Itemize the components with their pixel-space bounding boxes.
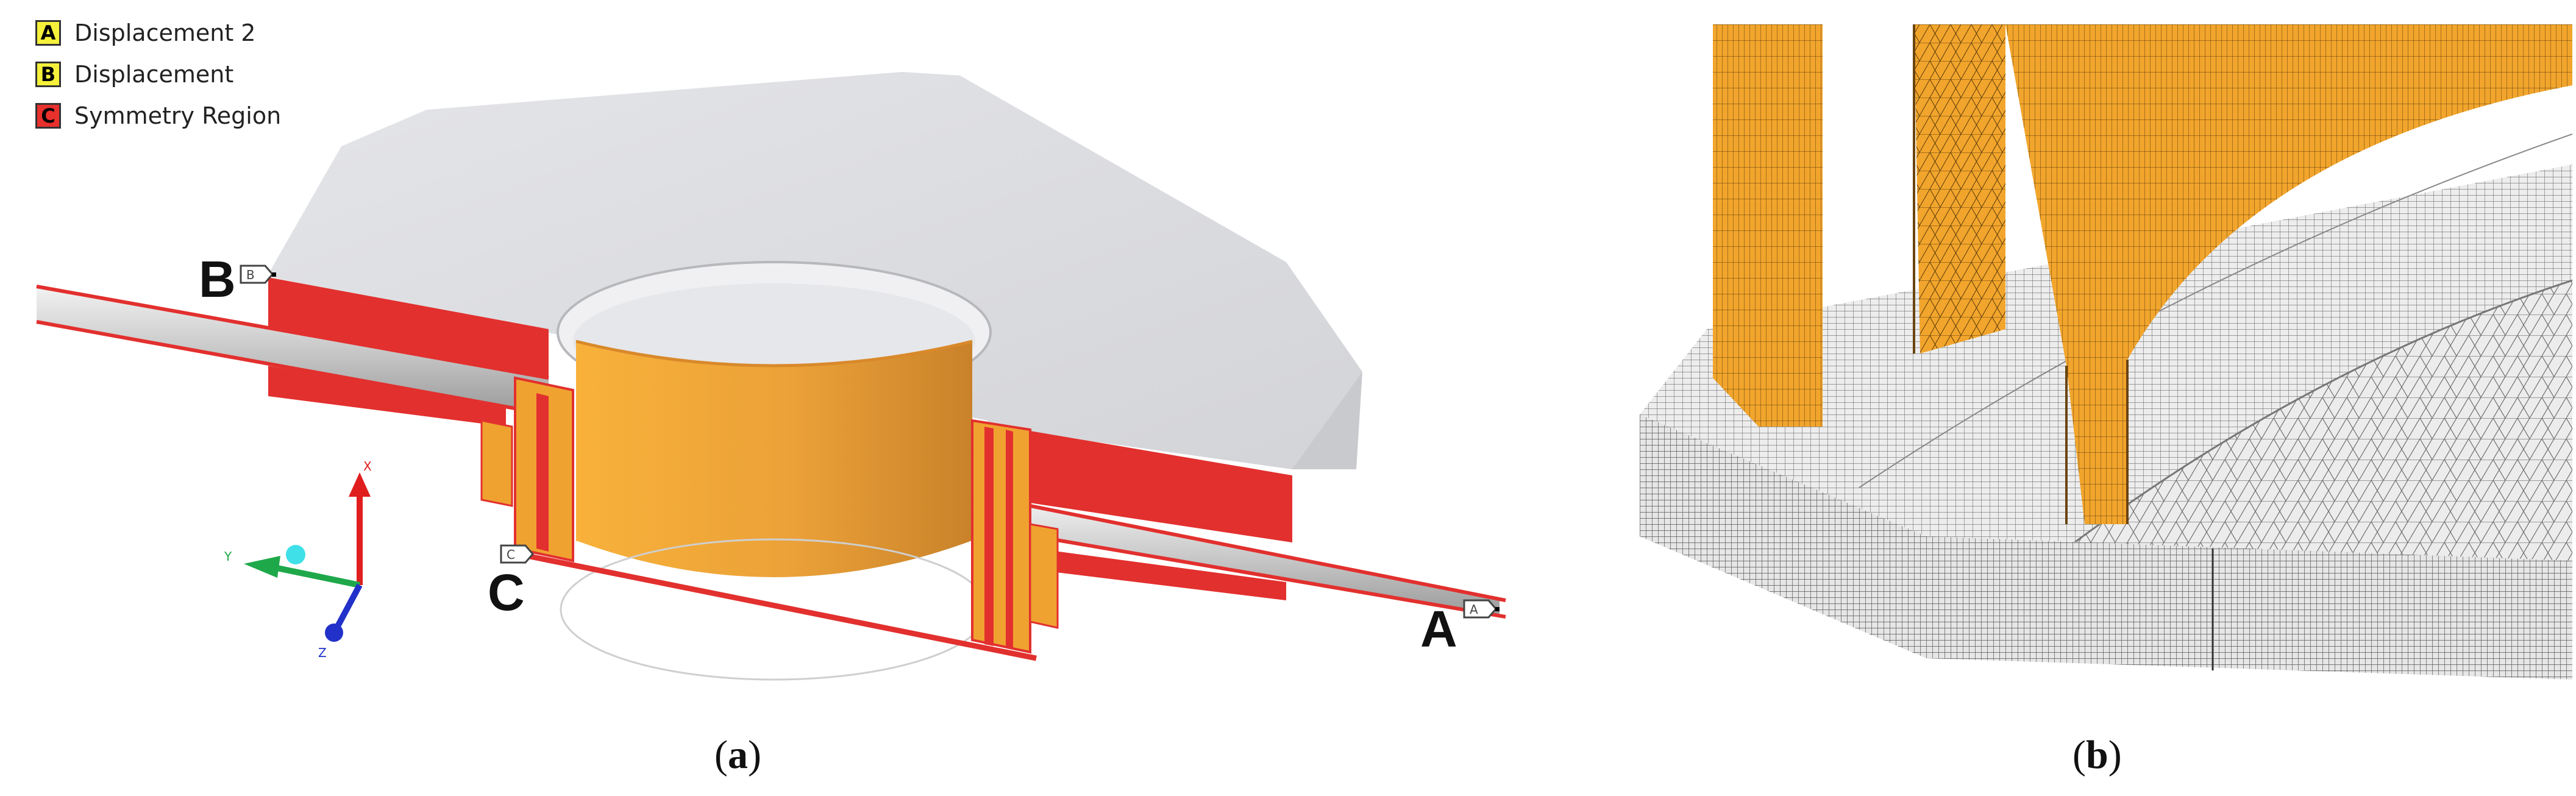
axis-label-x: X [363, 459, 372, 474]
right-flange [971, 419, 1031, 654]
legend-item-c: C Symmetry Region [35, 95, 281, 137]
legend-swatch-a: A [35, 20, 61, 46]
pipe-right [1000, 500, 1500, 616]
caption-b: (b) [2073, 733, 2122, 777]
mesh-wall-right [1993, 24, 2572, 524]
legend-item-a: A Displacement 2 [35, 12, 281, 54]
legend-label-c: Symmetry Region [74, 102, 282, 129]
legend-swatch-c: C [35, 103, 61, 129]
tag-c[interactable]: C [500, 544, 534, 564]
axis-label-y: Y [224, 549, 232, 564]
symmetry-face-right-lower [1036, 549, 1286, 600]
symmetry-bottom-edge [505, 549, 1037, 661]
marker-a: A [1420, 600, 1457, 658]
marker-c: C [488, 564, 525, 621]
tag-a[interactable]: A [1463, 599, 1500, 619]
legend-label-a: Displacement 2 [74, 20, 256, 46]
panel-b-mesh [1640, 24, 2572, 680]
axis-triad: X Y Z [224, 459, 372, 660]
legend-swatch-b: B [35, 62, 61, 87]
mesh-wall-left [1713, 24, 1823, 427]
symmetry-face-right [969, 421, 1292, 542]
caption-a: (a) [714, 733, 761, 777]
cylinder-wall [576, 341, 972, 579]
legend-label-b: Displacement [74, 61, 234, 88]
svg-text:C: C [507, 547, 515, 562]
legend: A Displacement 2 B Displacement C Symmet… [35, 12, 281, 137]
pipe-left [37, 286, 549, 414]
symmetry-face-left-lower [268, 366, 506, 427]
marker-b: B [199, 251, 236, 308]
legend-item-b: B Displacement [35, 54, 281, 95]
mesh-wall-middle [1914, 24, 2005, 354]
svg-text:B: B [246, 268, 255, 282]
axis-label-z: Z [318, 645, 327, 660]
svg-text:A: A [1470, 602, 1478, 617]
tag-b[interactable]: B [240, 265, 276, 284]
panel-a-model: B C A X Y Z [36, 72, 1506, 681]
mesh-base-side [1640, 414, 2572, 680]
